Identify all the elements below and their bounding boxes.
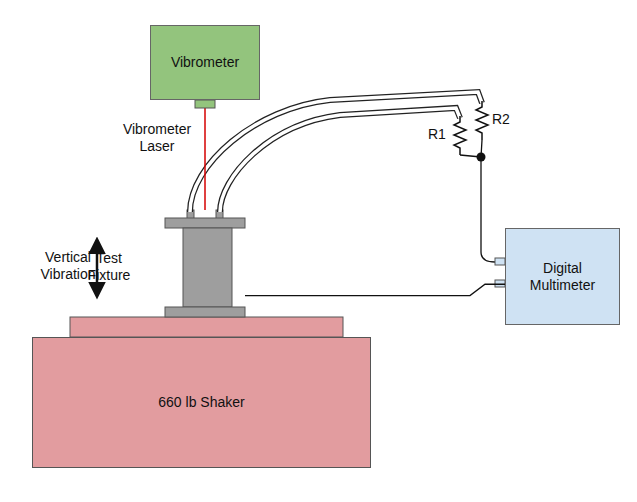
laser-label: Vibrometer Laser [116, 121, 198, 155]
vibrometer-laser [204, 100, 206, 210]
motion-label: Vertical Vibration [30, 249, 106, 283]
node-label: Digital Multimeter [520, 260, 605, 294]
instrument-box: Vibrometer [150, 25, 260, 100]
test-fixture [165, 210, 245, 317]
node-label: 660 lb Shaker [158, 394, 244, 411]
meter-terminal [495, 280, 505, 287]
sensor-cables [190, 92, 482, 212]
node-label: Vibrometer [171, 54, 239, 71]
shaker-base: 660 lb Shaker [32, 337, 371, 468]
resistor-symbol [476, 101, 488, 140]
vibrometer-lens [195, 100, 215, 108]
junction-dot [477, 153, 486, 162]
meter-terminal [495, 258, 505, 265]
resistor-symbol [454, 116, 466, 155]
resistor-label: R2 [492, 111, 514, 128]
resistor-label: R1 [428, 126, 450, 143]
test-fixture: Test Fixture [165, 210, 245, 317]
signal-wire [460, 140, 495, 262]
shaker-table [70, 317, 343, 337]
signal-wire [245, 284, 505, 295]
instrument-box: Digital Multimeter [505, 228, 620, 325]
